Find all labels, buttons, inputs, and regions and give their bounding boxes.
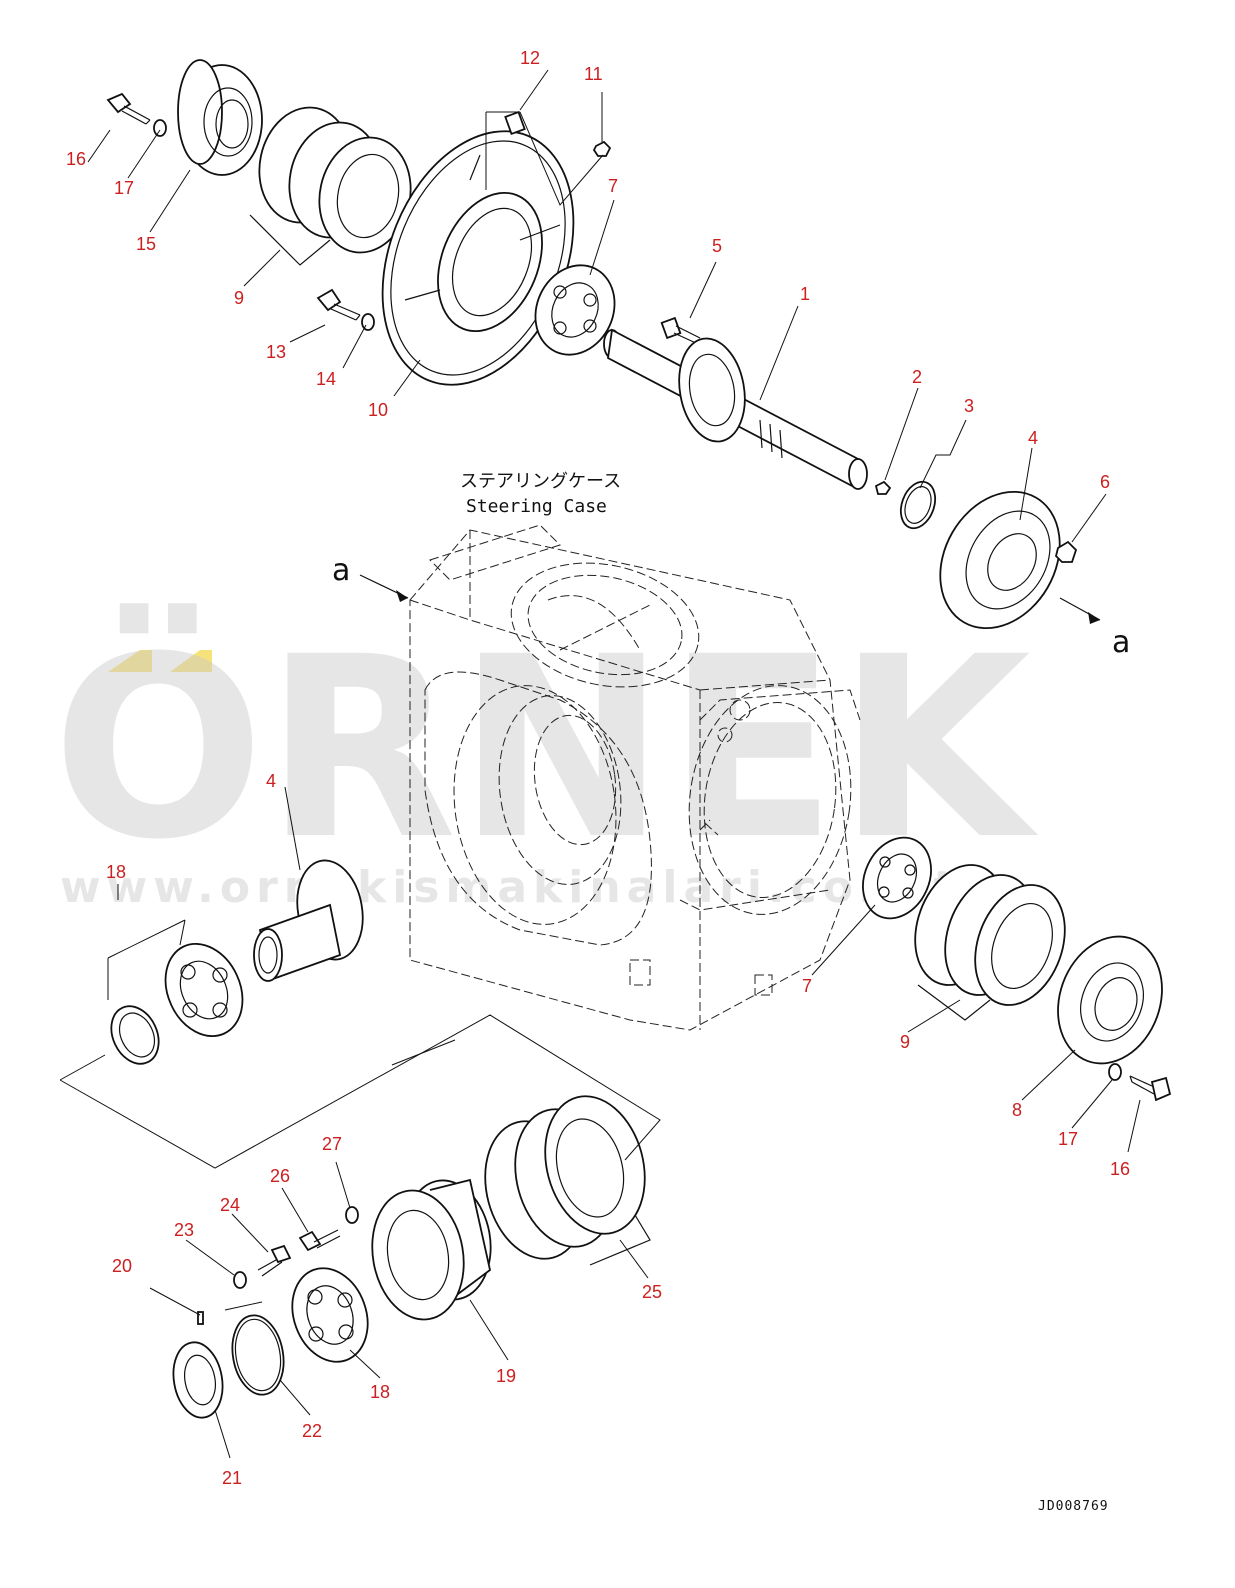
callout-23: 23 bbox=[174, 1220, 194, 1240]
bolt-part-13 bbox=[316, 288, 361, 321]
bearing-part-7-top bbox=[534, 264, 616, 356]
disc-part-25 bbox=[484, 1095, 651, 1266]
callout-8: 8 bbox=[1012, 1100, 1022, 1120]
bolt-part-5 bbox=[660, 316, 701, 345]
nut-part-6 bbox=[1055, 540, 1078, 563]
callout-18-lower: 18 bbox=[370, 1382, 390, 1402]
nut-part-2 bbox=[874, 480, 892, 495]
callout-12: 12 bbox=[520, 48, 540, 68]
cover-part-15 bbox=[177, 59, 263, 176]
callout-24: 24 bbox=[220, 1195, 240, 1215]
race-part-18-left bbox=[110, 1005, 160, 1065]
callout-1: 1 bbox=[800, 284, 810, 304]
callout-7-top: 7 bbox=[608, 176, 618, 196]
callout-18-left: 18 bbox=[106, 862, 126, 882]
lock-nut-part-21 bbox=[172, 1341, 224, 1419]
callout-14: 14 bbox=[316, 369, 336, 389]
callout-26: 26 bbox=[270, 1166, 290, 1186]
washer-part-27 bbox=[345, 1206, 359, 1224]
callout-numbers: 1 2 3 4 4 5 6 7 7 8 9 9 10 11 12 13 14 1… bbox=[66, 48, 1130, 1488]
callout-9-right: 9 bbox=[900, 1032, 910, 1052]
bearing-part-7-right bbox=[862, 836, 932, 920]
shim-part-9-right bbox=[914, 864, 1066, 1021]
callout-6: 6 bbox=[1100, 472, 1110, 492]
watermark-url: www.ornekismakinalari.com.tr bbox=[60, 862, 988, 913]
callout-15: 15 bbox=[136, 234, 156, 254]
callout-21: 21 bbox=[222, 1468, 242, 1488]
leader-lines bbox=[59, 69, 1141, 1459]
pin-part-20 bbox=[197, 1311, 204, 1325]
washer-part-14 bbox=[361, 313, 375, 331]
bolt-part-26 bbox=[298, 1229, 341, 1252]
bevel-gear-part-4-lower bbox=[253, 859, 364, 982]
watermark-accent-mark bbox=[108, 650, 152, 672]
view-marker-right: a bbox=[1112, 625, 1130, 660]
callout-17-right: 17 bbox=[1058, 1129, 1078, 1149]
view-marker-left: a bbox=[332, 553, 350, 588]
doc-id: JD008769 bbox=[1038, 1499, 1109, 1514]
housing-part-19 bbox=[371, 1178, 492, 1321]
steering-case bbox=[409, 524, 861, 1031]
cover-part-8 bbox=[1057, 935, 1163, 1065]
callout-13: 13 bbox=[266, 342, 286, 362]
watermark-brand: ÖRNEK bbox=[52, 603, 1039, 894]
callout-17-top: 17 bbox=[114, 178, 134, 198]
callout-16-top: 16 bbox=[66, 149, 86, 169]
callout-3: 3 bbox=[964, 396, 974, 416]
callout-25: 25 bbox=[642, 1282, 662, 1302]
shaft-part-1 bbox=[603, 328, 868, 490]
case-label-jp: ステアリングケース bbox=[460, 471, 621, 492]
view-arrows bbox=[359, 574, 1101, 624]
bolt-part-16-right bbox=[1129, 1075, 1172, 1102]
nut-part-11 bbox=[592, 140, 612, 157]
bearing-part-18-left bbox=[164, 943, 244, 1037]
snap-ring-part-3 bbox=[899, 480, 937, 530]
bevel-gear-part-4-top bbox=[939, 490, 1061, 630]
callout-5: 5 bbox=[712, 236, 722, 256]
callout-11: 11 bbox=[584, 64, 603, 84]
shim-part-9-top bbox=[249, 106, 412, 266]
pin-part-12 bbox=[504, 110, 526, 136]
watermark-accent-mark bbox=[170, 650, 212, 672]
callout-7-right: 7 bbox=[802, 976, 812, 996]
callout-4-lower: 4 bbox=[266, 771, 276, 791]
washer-part-17 bbox=[153, 119, 167, 137]
bolt-part-24 bbox=[257, 1244, 292, 1277]
callout-4-top: 4 bbox=[1028, 428, 1038, 448]
callout-9-top: 9 bbox=[234, 288, 244, 308]
callout-10: 10 bbox=[368, 400, 388, 420]
callout-2: 2 bbox=[912, 367, 922, 387]
callout-19: 19 bbox=[496, 1366, 516, 1386]
callout-27: 27 bbox=[322, 1134, 342, 1154]
washer-part-23 bbox=[233, 1271, 247, 1289]
callout-20: 20 bbox=[112, 1256, 132, 1276]
ring-part-22 bbox=[231, 1314, 285, 1396]
case-label-en: Steering Case bbox=[466, 496, 607, 517]
bolt-part-16 bbox=[106, 92, 151, 125]
watermark: ÖRNEK www.ornekismakinalari.com.tr bbox=[52, 603, 1039, 913]
bearing-part-18-lower bbox=[291, 1267, 369, 1363]
callout-22: 22 bbox=[302, 1421, 322, 1441]
callout-16-right: 16 bbox=[1110, 1159, 1130, 1179]
washer-part-17-right bbox=[1108, 1063, 1122, 1081]
